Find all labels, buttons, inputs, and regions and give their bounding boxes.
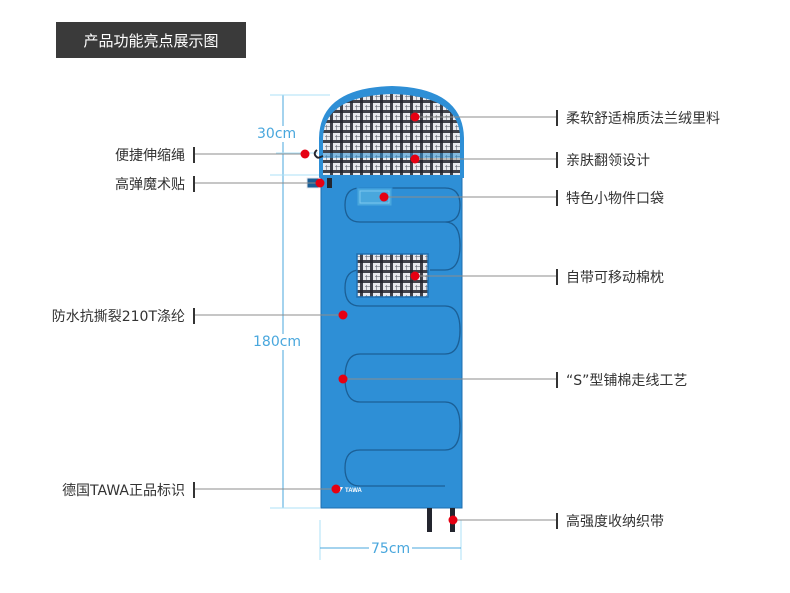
callout-quilting: “S”型铺棉走线工艺 (556, 370, 687, 390)
callout-bar (193, 176, 195, 192)
callout-bar (556, 269, 558, 285)
marker-quilting (338, 374, 348, 384)
callout-strap-text: 高强度收纳织带 (566, 514, 664, 530)
callout-bar (556, 152, 558, 168)
marker-fabric (338, 310, 348, 320)
marker-lining (410, 112, 420, 122)
removable-pillow (356, 253, 429, 298)
callout-velcro: 高弹魔术贴 (0, 174, 195, 194)
callout-bar (556, 190, 558, 206)
callout-velcro-text: 高弹魔术贴 (115, 177, 185, 193)
strap-left (427, 508, 432, 532)
callout-bar (193, 482, 195, 498)
callout-bar (193, 308, 195, 324)
callout-collar-text: 亲肤翻领设计 (566, 153, 650, 169)
callout-bar (556, 372, 558, 388)
callout-pillow-text: 自带可移动棉枕 (566, 270, 664, 286)
collar-band (321, 153, 462, 158)
marker-pocket (379, 192, 389, 202)
callout-logo: 德国TAWA正品标识 (0, 480, 195, 500)
callout-pillow: 自带可移动棉枕 (556, 267, 664, 287)
leader-lines (193, 116, 556, 521)
s-quilting-line (344, 187, 461, 487)
marker-collar (410, 154, 420, 164)
hood-width-label: 30cm (255, 126, 299, 142)
callout-pocket: 特色小物件口袋 (556, 188, 664, 208)
callout-lining-text: 柔软舒适棉质法兰绒里料 (566, 111, 720, 127)
callout-strap: 高强度收纳织带 (556, 511, 664, 531)
callout-drawcord-text: 便捷伸缩绳 (115, 148, 185, 164)
callout-lining: 柔软舒适棉质法兰绒里料 (556, 108, 720, 128)
callout-drawcord: 便捷伸缩绳 (0, 145, 195, 165)
length-label: 180cm (251, 334, 304, 350)
callout-collar: 亲肤翻领设计 (556, 150, 650, 170)
callout-fabric-text: 防水抗撕裂210T涤纶 (51, 309, 185, 325)
marker-logo (331, 484, 341, 494)
callout-quilting-text: “S”型铺棉走线工艺 (566, 373, 688, 389)
callout-pocket-text: 特色小物件口袋 (566, 191, 664, 207)
marker-drawcord (300, 149, 310, 159)
tawa-logo-text: TAWA (345, 488, 363, 494)
width-label: 75cm (369, 541, 413, 557)
marker-pillow (410, 271, 420, 281)
callout-bar (556, 110, 558, 126)
callout-bar (193, 147, 195, 163)
marker-velcro (315, 178, 325, 188)
drawcord (313, 149, 324, 159)
velcro-tab-2 (327, 178, 332, 188)
feature-markers (300, 112, 458, 525)
sleeping-bag-body (320, 169, 463, 509)
hood-lining (323, 94, 460, 175)
callout-logo-text: 德国TAWA正品标识 (62, 483, 185, 499)
callout-bar (556, 513, 558, 529)
page-title: 产品功能亮点展示图 (56, 22, 246, 58)
callout-fabric: 防水抗撕裂210T涤纶 (0, 306, 195, 326)
marker-strap (448, 515, 458, 525)
